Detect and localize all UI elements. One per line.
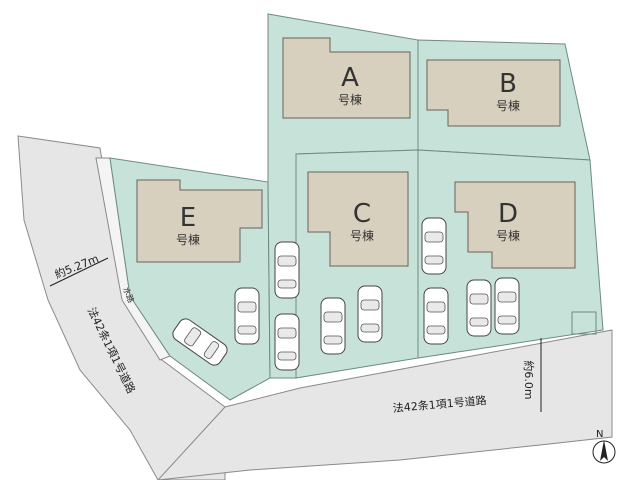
house-a [282,37,411,119]
car-icon [494,277,520,335]
house-d-letter: D [498,199,518,229]
house-a-suffix: 号棟 [338,92,362,107]
house-d [454,181,576,269]
car-icon [423,287,449,345]
north-label: N [596,429,603,440]
house-d-suffix: 号棟 [496,228,520,243]
house-c [307,171,409,267]
house-c-letter: C [353,199,371,229]
width-left-line [49,257,109,287]
north-arrow-icon: N [592,429,616,464]
car-icon [274,241,300,299]
house-e-suffix: 号棟 [176,232,200,247]
car-icon [274,313,300,371]
road-bottom [157,329,613,480]
lot-d-corner [571,311,597,335]
car-icon [234,287,260,345]
house-b-suffix: 号棟 [496,98,520,113]
house-e-letter: E [180,203,196,233]
car-icon [320,297,346,355]
width-right-label: 約6.0m [522,360,536,399]
house-b-letter: B [499,69,517,99]
car-icon [172,318,228,366]
car-icon [421,217,447,275]
car-icon [357,285,383,343]
car-icon [466,279,492,337]
house-e [136,179,263,263]
house-c-suffix: 号棟 [350,228,374,243]
house-b [426,59,561,127]
house-a-letter: A [341,63,359,93]
